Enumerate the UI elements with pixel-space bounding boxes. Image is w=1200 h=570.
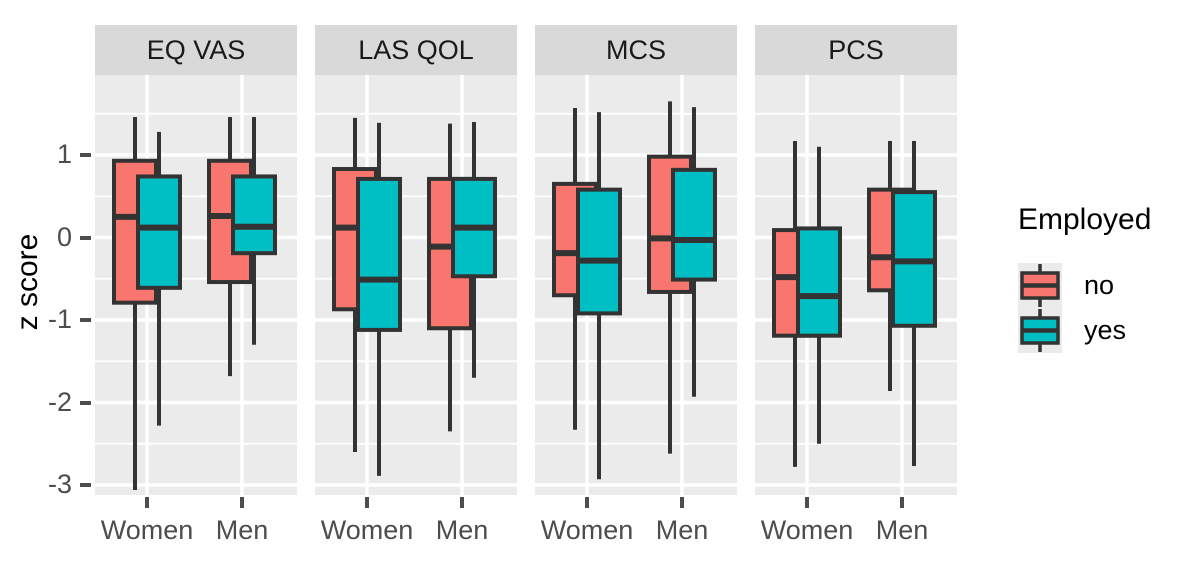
y-tick-label: -3 [47,469,72,499]
boxplot-men-employed-yes [231,117,277,345]
boxplot-women-employed-yes [576,112,622,480]
facet-strip-label: EQ VAS [146,34,246,65]
x-tick-mark [680,497,684,508]
box-iqr [576,187,622,316]
x-tick-mark [900,497,904,508]
y-tick-mark [80,235,91,240]
y-tick-mark [80,318,91,322]
facet-strip-pcs: PCS [755,25,957,75]
facet-plot-area [95,75,297,495]
x-tick-mark [240,497,244,508]
box-iqr [671,167,717,282]
y-tick-label: -2 [47,386,72,417]
boxplot-men-employed-yes [671,107,717,397]
box-iqr [356,176,402,332]
x-tick-label-women: Women [540,515,634,545]
box-iqr [231,174,277,256]
x-tick-mark [805,497,809,508]
box-iqr [136,174,182,290]
facet-plot-area [315,75,517,495]
boxplot-men-employed-yes [451,122,497,378]
facet-strip-eq-vas: EQ VAS [95,25,297,75]
x-tick-mark [460,497,464,508]
y-tick-mark [80,483,91,487]
x-tick-mark [145,497,149,508]
boxplot-women-employed-yes [796,146,842,444]
x-tick-label-women: Women [760,515,854,545]
legend-key-no[interactable] [1018,263,1062,308]
facet-panel-eq-vas [95,75,297,495]
boxplot-women-employed-no [112,117,158,490]
y-tick-label: 1 [56,139,72,169]
facet-strip-label: PCS [828,34,884,65]
facet-plot-area [535,75,737,495]
y-tick-mark [80,153,91,157]
facet-plot-area [755,75,957,495]
facet-panel-pcs [755,75,957,495]
x-tick-mark [585,497,589,508]
legend-title: Employed [1018,203,1152,236]
boxplot-men-employed-yes [891,140,937,467]
box-iqr [796,226,842,338]
legend-key-glyph [1020,309,1060,352]
x-tick-label-men: Men [875,515,929,545]
facet-strip-label: MCS [606,34,666,65]
boxplot-women-employed-yes [136,131,182,426]
x-tick-label-women: Women [320,515,414,545]
x-tick-mark [365,497,369,508]
facet-panel-mcs [535,75,737,495]
y-tick-label: 0 [56,221,72,252]
facet-panel-las-qol [315,75,517,495]
x-tick-label-women: Women [100,515,194,545]
y-tick-label: -1 [47,304,72,334]
legend-label-yes[interactable]: yes [1084,314,1127,345]
facet-strip-mcs: MCS [535,25,737,75]
x-tick-label-men: Men [215,515,269,545]
y-tick-mark [80,400,91,405]
facet-strip-las-qol: LAS QOL [315,25,517,75]
legend-label-no[interactable]: no [1084,269,1115,300]
x-tick-label-men: Men [655,515,709,545]
facet-strip-label: LAS QOL [358,34,474,65]
x-tick-label-men: Men [435,515,489,545]
legend-key-glyph [1020,264,1060,307]
boxplot-women-employed-yes [356,122,402,476]
legend-key-yes[interactable] [1018,308,1062,353]
